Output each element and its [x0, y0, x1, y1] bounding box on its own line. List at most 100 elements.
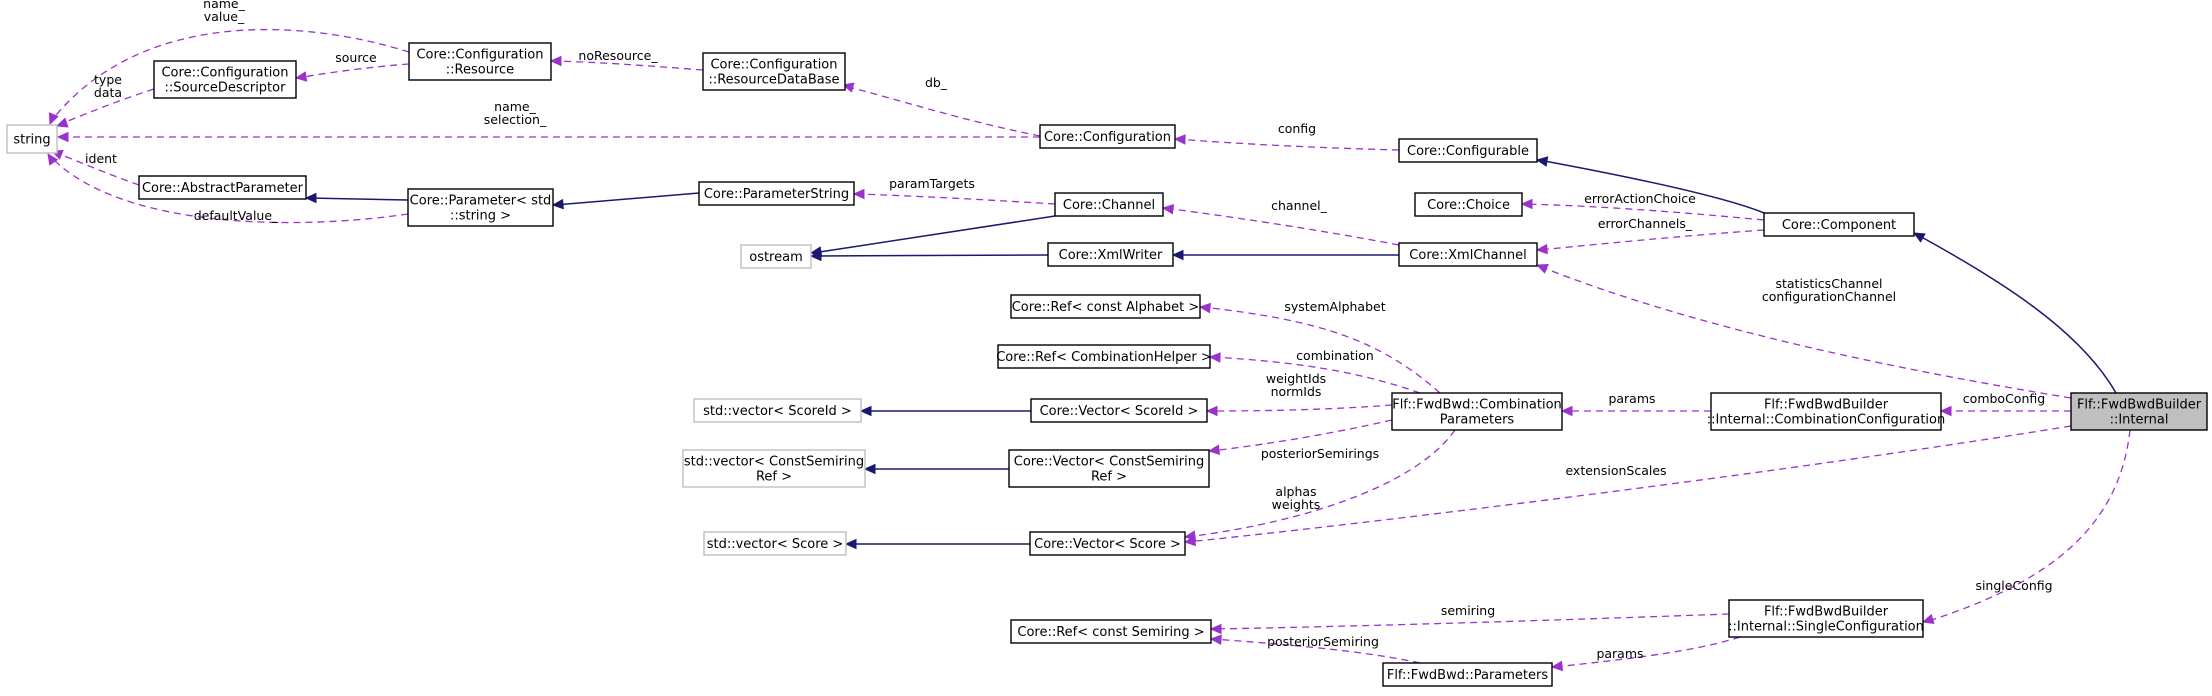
- class-node-component[interactable]: Core::Component: [1763, 212, 1915, 237]
- edge-label: singleConfig: [1975, 578, 2052, 593]
- node-label: Core::ParameterString: [704, 187, 849, 202]
- edge-vec_score-to-stdvec_score: [844, 538, 1030, 550]
- node-label: Flf::FwdBwdBuilder: [1764, 605, 1889, 620]
- usage-arrowhead: [1205, 405, 1218, 417]
- class-node-fb-params[interactable]: Flf::FwdBwd::Parameters: [1382, 662, 1553, 687]
- usage-arrowhead: [1550, 660, 1563, 672]
- node-box: [1047, 242, 1174, 267]
- edge-line: [1176, 138, 1400, 151]
- class-node-xmlwriter[interactable]: Core::XmlWriter: [1047, 242, 1174, 267]
- inheritance-arrowhead: [1535, 156, 1549, 167]
- node-label: Core::Ref< const Semiring >: [1017, 625, 1204, 640]
- usage-arrowhead: [1535, 243, 1548, 255]
- class-node-parameter-string[interactable]: Core::ParameterString: [698, 181, 855, 206]
- edge-label: normIds: [1271, 384, 1322, 399]
- node-box: [1382, 662, 1553, 687]
- node-box: [1039, 124, 1176, 149]
- edge-line: [1523, 203, 1765, 221]
- node-label: Flf::FwdBwdBuilder: [2077, 398, 2202, 413]
- edge-label: alphas: [1275, 484, 1316, 499]
- edges-layer: name_value_typedataname_selection_identd…: [47, 0, 2131, 672]
- node-label: Core::Parameter< std: [410, 194, 552, 209]
- class-node-vec-score[interactable]: Core::Vector< Score >: [1029, 531, 1186, 556]
- class-node-string[interactable]: string: [6, 124, 58, 154]
- class-node-xmlchannel[interactable]: Core::XmlChannel: [1398, 242, 1538, 267]
- edge-internal-to-single_config: singleConfig: [1921, 429, 2131, 624]
- class-node-choice[interactable]: Core::Choice: [1414, 192, 1523, 217]
- edge-configuration-to-cfg_resourcedb: db_: [841, 75, 1041, 137]
- edge-component-to-choice: errorActionChoice: [1520, 191, 1765, 221]
- node-label: std::vector< Score >: [707, 537, 844, 552]
- edge-label: weightIds: [1266, 371, 1326, 386]
- edge-configurable-to-configuration: config: [1173, 121, 1400, 151]
- node-box: [740, 244, 812, 269]
- edge-line: [1538, 159, 1765, 214]
- edge-line: [57, 88, 155, 126]
- usage-arrowhead: [1209, 623, 1222, 635]
- class-node-ref-semiring[interactable]: Core::Ref< const Semiring >: [1010, 619, 1212, 644]
- edge-line: [1210, 419, 1393, 452]
- node-box: [698, 181, 855, 206]
- usage-arrowhead: [1208, 352, 1221, 363]
- usage-arrowhead: [841, 82, 855, 93]
- edge-label: configurationChannel: [1762, 289, 1896, 304]
- class-node-vec-scoreid[interactable]: Core::Vector< ScoreId >: [1030, 398, 1208, 423]
- edge-label: name_: [203, 0, 245, 11]
- class-node-stdvec-score[interactable]: std::vector< Score >: [703, 531, 847, 556]
- node-box: [407, 188, 554, 227]
- node-box: [1728, 599, 1924, 638]
- edge-line: [554, 192, 700, 206]
- edge-vec_scoreid-to-stdvec_scoreid: [859, 405, 1031, 417]
- class-node-single-config[interactable]: Flf::FwdBwdBuilder::Internal::SingleConf…: [1728, 599, 1924, 638]
- class-node-cfg-resourcedb[interactable]: Core::Configuration::ResourceDataBase: [702, 52, 846, 91]
- edge-line: [1553, 636, 1741, 668]
- class-node-channel[interactable]: Core::Channel: [1054, 192, 1164, 217]
- node-box: [682, 449, 866, 488]
- class-node-param-string-t[interactable]: Core::Parameter< std::string >: [407, 188, 554, 227]
- class-node-cfg-sourcedesc[interactable]: Core::Configuration::SourceDescriptor: [153, 60, 297, 99]
- edge-label: posteriorSemiring: [1267, 634, 1379, 649]
- edge-line: [855, 193, 1056, 205]
- edge-line: [1924, 429, 2131, 623]
- usage-arrowhead: [1520, 198, 1533, 210]
- node-box: [693, 398, 862, 423]
- node-label: Core::Vector< Score >: [1034, 537, 1181, 552]
- class-node-comb-config[interactable]: Flf::FwdBwdBuilder::Internal::Combinatio…: [1707, 392, 1945, 431]
- edge-line: [297, 63, 410, 79]
- node-label: Flf::FwdBwd::Parameters: [1387, 668, 1549, 683]
- class-node-ref-combhelper[interactable]: Core::Ref< CombinationHelper >: [996, 344, 1212, 369]
- class-node-abstract-param[interactable]: Core::AbstractParameter: [138, 175, 307, 200]
- node-box: [1414, 192, 1523, 217]
- edge-line: [1211, 356, 1421, 394]
- class-node-cfg-resource[interactable]: Core::Configuration::Resource: [408, 42, 552, 81]
- node-label: Core::Configuration: [710, 58, 837, 73]
- class-node-ref-alphabet[interactable]: Core::Ref< const Alphabet >: [1010, 294, 1201, 319]
- class-node-stdvec-scoreid[interactable]: std::vector< ScoreId >: [693, 398, 862, 423]
- edge-label: params: [1596, 646, 1643, 661]
- node-box: [1029, 531, 1186, 556]
- edge-comb_params-to-ref_alphabet: systemAlphabet: [1198, 299, 1441, 394]
- class-node-configurable[interactable]: Core::Configurable: [1398, 138, 1538, 163]
- node-label: Core::Configurable: [1407, 144, 1529, 159]
- edge-line: [844, 85, 1041, 137]
- class-node-configuration[interactable]: Core::Configuration: [1039, 124, 1176, 149]
- edge-parameter_string-to-param_string_t: [551, 192, 700, 210]
- usage-arrowhead: [294, 71, 308, 82]
- edge-line: [552, 60, 704, 71]
- edge-xmlchannel-to-xmlwriter: [1171, 249, 1399, 261]
- edge-label: paramTargets: [889, 176, 975, 191]
- usage-arrowhead: [1173, 134, 1186, 145]
- inheritance-arrowhead: [304, 192, 317, 204]
- edge-internal-to-vec_score: extensionScales: [1183, 425, 2072, 547]
- class-node-internal[interactable]: Flf::FwdBwdBuilder::Internal: [2070, 392, 2208, 431]
- edge-vec_semiring-to-stdvec_semiring: [863, 463, 1009, 475]
- class-node-ostream[interactable]: ostream: [740, 244, 812, 269]
- usage-arrowhead: [1183, 535, 1196, 547]
- edge-comb_params-to-ref_combhelper: combination: [1208, 348, 1421, 394]
- edge-line: [1164, 207, 1400, 246]
